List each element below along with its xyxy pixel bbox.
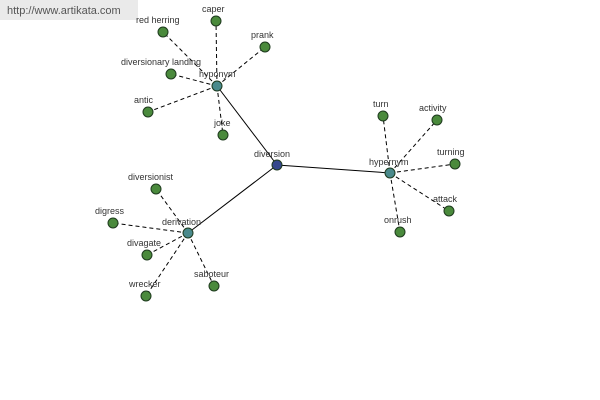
node-caper-dot[interactable] — [210, 15, 222, 27]
edge-hyponym-antic — [147, 85, 218, 113]
node-red-herring[interactable]: red herring — [136, 15, 180, 38]
edge-hypernym-attack — [389, 172, 450, 212]
edge-hyponym-prank — [216, 46, 266, 87]
node-wrecker[interactable]: wrecker — [128, 279, 161, 302]
node-prank-label: prank — [251, 30, 274, 40]
node-diversionist[interactable]: diversionist — [128, 172, 174, 195]
node-hyponym[interactable]: hyponym — [199, 69, 236, 92]
edge-hypernym-turning — [389, 163, 456, 174]
node-turning[interactable]: turning — [437, 147, 465, 170]
edge-derivation-divagate — [146, 232, 189, 256]
edge-derivation-digress — [112, 222, 189, 234]
node-onrush[interactable]: onrush — [384, 215, 412, 238]
node-digress-dot[interactable] — [107, 217, 119, 229]
node-hypernym-label: hypernym — [369, 157, 409, 167]
node-attack-dot[interactable] — [443, 205, 455, 217]
node-hypernym-dot[interactable] — [384, 167, 396, 179]
node-derivation-dot[interactable] — [182, 227, 194, 239]
node-turn-label: turn — [373, 99, 389, 109]
node-antic-dot[interactable] — [142, 106, 154, 118]
node-joke-label: joke — [213, 118, 231, 128]
node-saboteur[interactable]: saboteur — [194, 269, 229, 292]
edge-diversion-derivation — [187, 164, 278, 234]
edge-hypernym-onrush — [389, 172, 401, 233]
node-diversion-dot[interactable] — [271, 159, 283, 171]
node-hyponym-label: hyponym — [199, 69, 236, 79]
edge-hypernym-activity — [389, 119, 438, 174]
node-divagate[interactable]: divagate — [127, 238, 161, 261]
node-saboteur-dot[interactable] — [208, 280, 220, 292]
node-attack[interactable]: attack — [433, 194, 458, 217]
node-activity[interactable]: activity — [419, 103, 447, 126]
node-divagate-label: divagate — [127, 238, 161, 248]
node-joke[interactable]: joke — [213, 118, 231, 141]
node-derivation-label: derivation — [162, 217, 201, 227]
node-digress-label: digress — [95, 206, 125, 216]
node-turn-dot[interactable] — [377, 110, 389, 122]
node-turning-dot[interactable] — [449, 158, 461, 170]
node-wrecker-dot[interactable] — [140, 290, 152, 302]
node-diversionist-label: diversionist — [128, 172, 174, 182]
edge-derivation-diversionist — [155, 188, 189, 234]
node-joke-dot[interactable] — [217, 129, 229, 141]
node-diversionist-dot[interactable] — [150, 183, 162, 195]
node-activity-label: activity — [419, 103, 447, 113]
node-caper[interactable]: caper — [202, 4, 225, 27]
edge-derivation-saboteur — [187, 232, 215, 287]
node-antic-label: antic — [134, 95, 154, 105]
node-turning-label: turning — [437, 147, 465, 157]
node-prank-dot[interactable] — [259, 41, 271, 53]
node-activity-dot[interactable] — [431, 114, 443, 126]
node-onrush-dot[interactable] — [394, 226, 406, 238]
node-antic[interactable]: antic — [134, 95, 154, 118]
node-diversionary-landing[interactable]: diversionary landing — [121, 57, 201, 80]
edge-hypernym-turn — [382, 115, 391, 174]
node-diversionary-landing-label: diversionary landing — [121, 57, 201, 67]
edge-hyponym-caper — [215, 20, 218, 87]
edge-derivation-wrecker — [145, 232, 189, 297]
node-caper-label: caper — [202, 4, 225, 14]
edge-diversion-hyponym — [216, 85, 278, 166]
edge-hyponym-red-herring — [162, 31, 218, 87]
watermark-url: http://www.artikata.com — [0, 0, 138, 20]
node-wrecker-label: wrecker — [128, 279, 161, 289]
node-hyponym-dot[interactable] — [211, 80, 223, 92]
node-onrush-label: onrush — [384, 215, 412, 225]
node-diversionary-landing-dot[interactable] — [165, 68, 177, 80]
node-digress[interactable]: digress — [95, 206, 125, 229]
node-saboteur-label: saboteur — [194, 269, 229, 279]
node-prank[interactable]: prank — [251, 30, 274, 53]
edge-hyponym-diversionary-landing — [170, 73, 218, 87]
node-hypernym[interactable]: hypernym — [369, 157, 409, 179]
node-red-herring-label: red herring — [136, 15, 180, 25]
node-divagate-dot[interactable] — [141, 249, 153, 261]
node-diversion-label: diversion — [254, 149, 290, 159]
node-diversion[interactable]: diversion — [254, 149, 290, 171]
edge-diversion-hypernym — [276, 164, 391, 174]
node-red-herring-dot[interactable] — [157, 26, 169, 38]
node-turn[interactable]: turn — [373, 99, 389, 122]
node-derivation[interactable]: derivation — [162, 217, 201, 239]
node-attack-label: attack — [433, 194, 458, 204]
edge-hyponym-joke — [216, 85, 224, 136]
